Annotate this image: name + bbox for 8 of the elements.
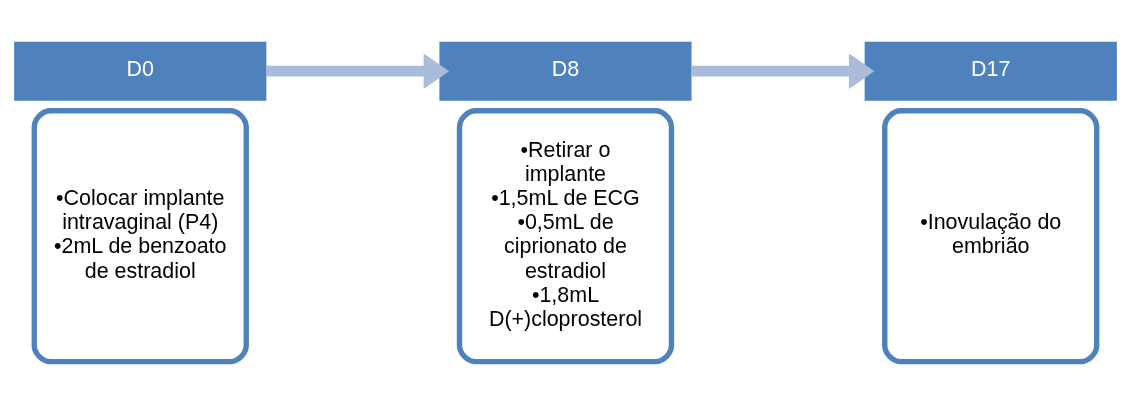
node-box: D0 <box>14 41 267 101</box>
node-box: D8 <box>439 41 692 101</box>
node-box: •Colocar implante intravaginal (P4) •2mL de benzoato de estradiol <box>31 107 249 364</box>
arrow <box>691 52 875 89</box>
node-box: •Retirar o implante •1,5mL de ECG •0,5mL de ciprionato de estradiol •1,8mL D(+)cloprosterol <box>456 107 675 364</box>
node-box: •Inovulação do embrião <box>882 107 1100 364</box>
node-box: D17 <box>864 41 1117 101</box>
arrow <box>266 52 450 89</box>
